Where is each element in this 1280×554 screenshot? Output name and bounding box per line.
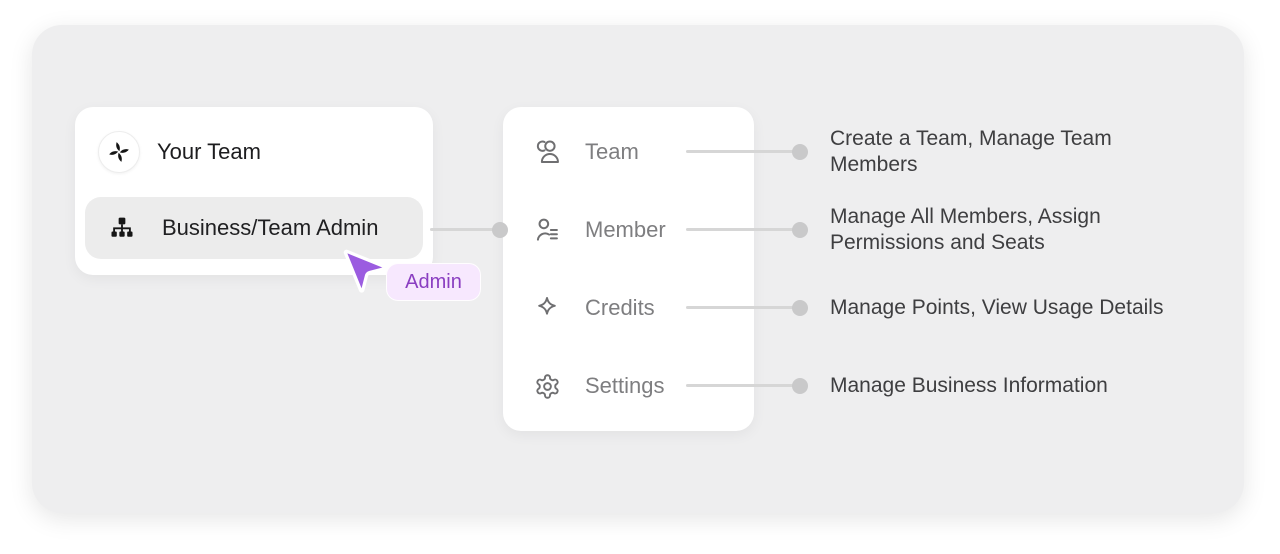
member-menu-label: Member	[585, 217, 666, 242]
team-connector-line	[686, 150, 800, 153]
team-avatar	[98, 131, 140, 173]
member-connector-dot	[792, 222, 808, 238]
admin-connector-line	[430, 228, 502, 231]
credits-connector-line	[686, 306, 800, 309]
team-description: Create a Team, Manage Team Members	[830, 127, 1112, 176]
menu-item-your-team[interactable]: Your Team	[75, 131, 433, 173]
gear-icon	[532, 371, 562, 401]
team-switcher-card: Your Team Business/Team Admin	[75, 107, 433, 275]
admin-menu-card: Team Member Credits	[503, 107, 754, 431]
menu-item-credits[interactable]: Credits	[503, 269, 754, 347]
org-chart-icon	[108, 214, 136, 242]
settings-menu-label: Settings	[585, 373, 665, 398]
team-logo-icon	[106, 139, 132, 165]
sparkle-icon	[532, 293, 562, 323]
settings-description: Manage Business Information	[830, 374, 1108, 397]
menu-item-business-team-admin[interactable]: Business/Team Admin	[85, 197, 423, 259]
credits-description: Manage Points, View Usage Details	[830, 296, 1164, 319]
credits-connector-dot	[792, 300, 808, 316]
member-list-icon	[532, 215, 562, 245]
your-team-label: Your Team	[157, 139, 261, 164]
team-connector-dot	[792, 144, 808, 160]
menu-item-team[interactable]: Team	[503, 113, 754, 191]
settings-connector-line	[686, 384, 800, 387]
business-team-admin-label: Business/Team Admin	[162, 215, 379, 240]
menu-item-member[interactable]: Member	[503, 191, 754, 269]
admin-badge-label: Admin	[405, 270, 462, 293]
team-menu-label: Team	[585, 139, 639, 164]
member-connector-line	[686, 228, 800, 231]
admin-role-badge: Admin	[386, 263, 481, 301]
credits-menu-label: Credits	[585, 295, 655, 320]
mouse-pointer-icon	[336, 240, 392, 300]
settings-connector-dot	[792, 378, 808, 394]
menu-item-settings[interactable]: Settings	[503, 347, 754, 425]
member-description: Manage All Members, Assign Permissions a…	[830, 205, 1101, 254]
users-icon	[532, 137, 562, 167]
admin-connector-dot	[492, 222, 508, 238]
